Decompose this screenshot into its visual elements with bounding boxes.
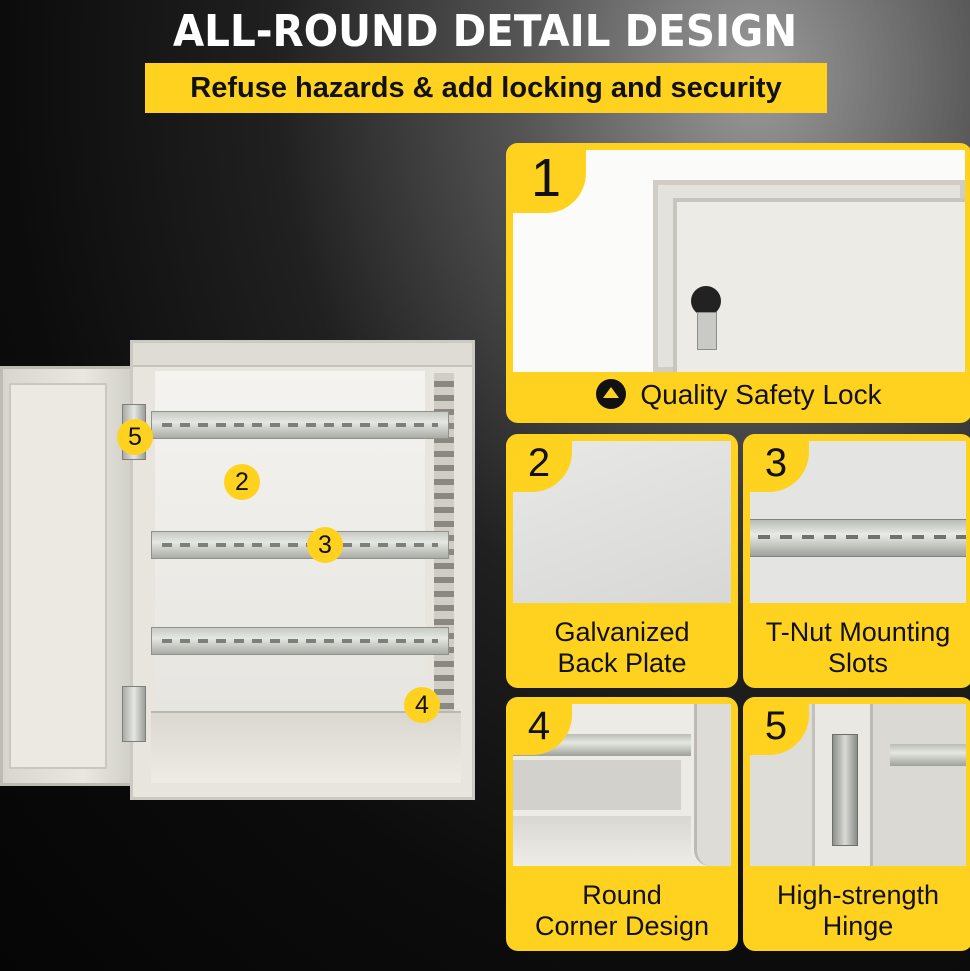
panel-number: 1 xyxy=(506,143,586,213)
cabinet-marker-5: 5 xyxy=(117,419,153,455)
subheadline-banner: Refuse hazards & add locking and securit… xyxy=(145,63,827,113)
panel-back-plate: 2 Galvanized Back Plate xyxy=(506,434,738,688)
cabinet-floor xyxy=(151,711,461,783)
mounting-slots xyxy=(434,373,454,773)
cabinet-marker-3: 3 xyxy=(307,527,343,563)
panel-caption: High-strength Hinge xyxy=(776,880,940,941)
rail-photo xyxy=(750,441,966,603)
cabinet-marker-2: 2 xyxy=(224,464,260,500)
headline: ALL-ROUND DETAIL DESIGN xyxy=(172,6,798,57)
hinge-icon xyxy=(832,734,858,846)
din-rail xyxy=(151,627,449,655)
din-rail xyxy=(151,411,449,439)
panel-caption: T-Nut Mounting Slots xyxy=(765,617,951,678)
panel-caption: Quality Safety Lock xyxy=(506,365,970,423)
lock-photo xyxy=(513,150,965,372)
panel-t-nut-slots: 3 T-Nut Mounting Slots xyxy=(743,434,970,688)
cabinet-illustration xyxy=(0,340,480,802)
hinge xyxy=(122,686,146,742)
triangle-up-icon xyxy=(596,379,627,409)
cabinet-body xyxy=(130,340,475,800)
panel-round-corner: 4 Round Corner Design xyxy=(506,697,738,951)
lock-icon xyxy=(691,286,721,316)
panel-caption: Round Corner Design xyxy=(534,880,710,941)
panel-safety-lock: 1 Quality Safety Lock xyxy=(506,143,970,423)
panel-caption: Galvanized Back Plate xyxy=(554,617,690,678)
cabinet-door xyxy=(0,366,140,786)
din-rail xyxy=(151,531,449,559)
cabinet-marker-4: 4 xyxy=(404,687,440,723)
panel-hinge: 5 High-strength Hinge xyxy=(743,697,970,951)
